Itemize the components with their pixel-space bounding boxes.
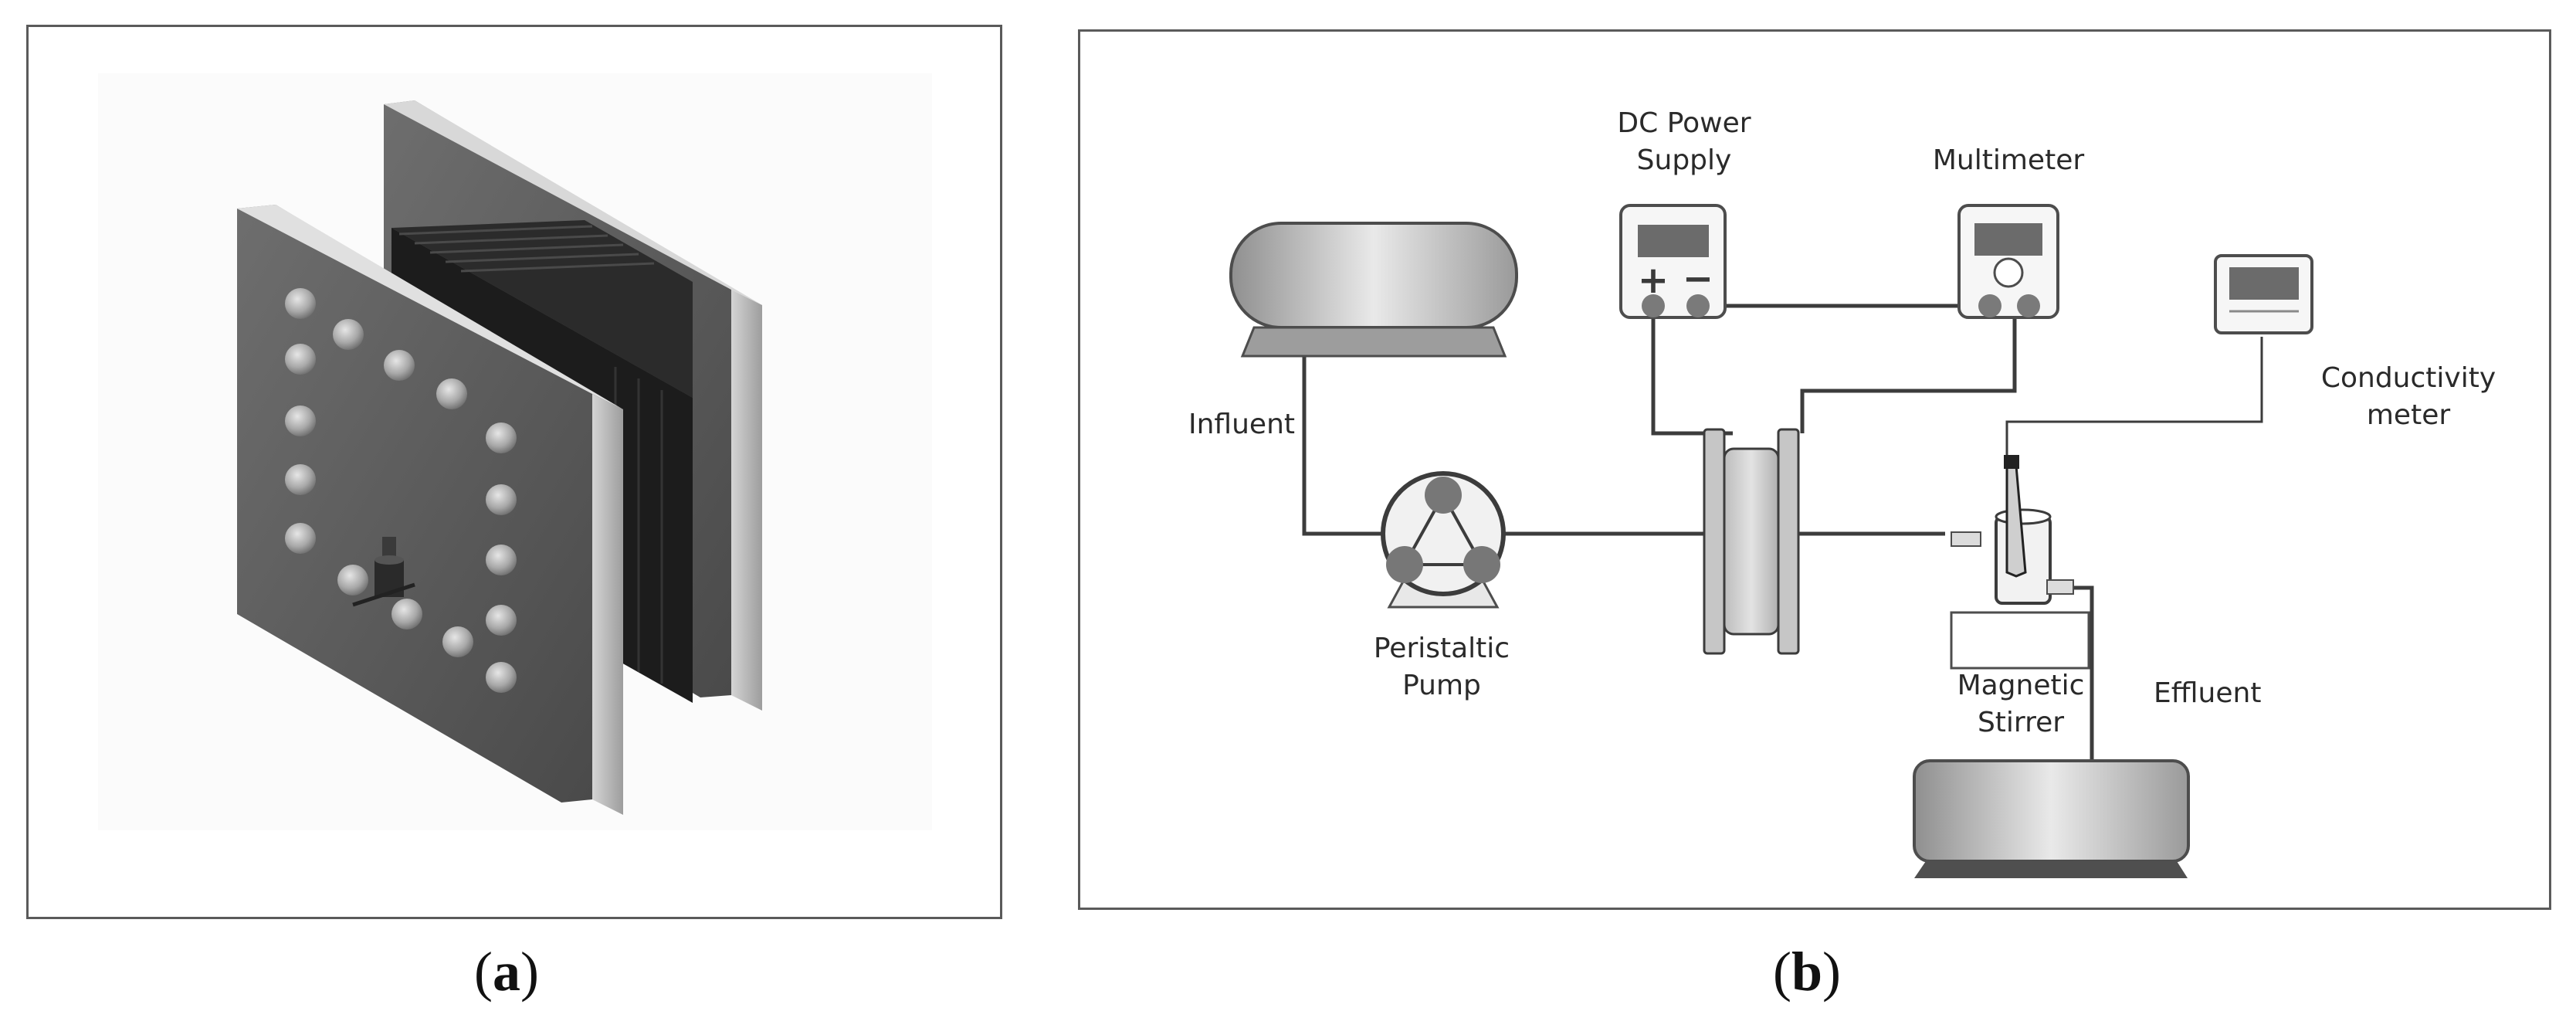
caption-b-close: ): [1822, 941, 1842, 1003]
caption-a-letter: a: [492, 941, 520, 1003]
multimeter-device: [1957, 204, 2059, 319]
beaker-and-stirrer: [1950, 455, 2090, 670]
connection-lines: [1302, 304, 2263, 762]
front-plate-edge: [592, 394, 623, 815]
port-fitting: [352, 537, 415, 607]
dc-power-supply-label-line2: Supply: [1637, 144, 1732, 176]
peristaltic-pump-label-line1: Peristaltic: [1374, 633, 1510, 664]
caption-a-close: ): [520, 941, 539, 1003]
caption-b: (b): [1773, 944, 1841, 999]
peristaltic-pump-label-line2: Pump: [1402, 670, 1481, 701]
minus-terminal-symbol: −: [1683, 257, 1713, 300]
magnetic-stirrer-label-line2: Stirrer: [1978, 707, 2064, 738]
influent-tank: [1229, 222, 1518, 358]
front-plate: [237, 205, 592, 803]
conductivity-meter-label-line1: Conductivity: [2321, 362, 2496, 394]
conductivity-probe-cable: [2005, 337, 2263, 464]
influent-line: [1302, 348, 1405, 536]
process-schematic: + −: [1188, 107, 2496, 878]
caption-b-letter: b: [1791, 941, 1823, 1003]
dc-power-supply-label-line1: DC Power: [1617, 107, 1751, 139]
peristaltic-pump: [1381, 471, 1506, 609]
electrodialysis-cell: [1703, 428, 1800, 655]
multimeter-label: Multimeter: [1933, 144, 2084, 176]
magnetic-stirrer-label-line1: Magnetic: [1957, 670, 2085, 701]
multimeter-to-cell-line: [1800, 306, 2017, 433]
back-plate-edge: [731, 290, 762, 711]
back-plate-top-edge: [384, 100, 762, 305]
dc-power-supply: + −: [1619, 204, 1727, 319]
panel-b-process-schematic: + −: [1078, 29, 2551, 910]
stack-render-illustration: [98, 73, 932, 830]
conductivity-meter-label-line2: meter: [2367, 399, 2450, 431]
front-plate-top-edge: [237, 205, 623, 409]
conductivity-meter-device: [2214, 254, 2313, 334]
influent-label: Influent: [1188, 409, 1295, 440]
effluent-tank: [1913, 759, 2190, 878]
caption-b-open: (: [1773, 941, 1791, 1003]
caption-a-open: (: [474, 941, 493, 1003]
effluent-label: Effluent: [2154, 677, 2261, 709]
bolt-ring: [285, 288, 517, 693]
caption-a: (a): [474, 944, 539, 999]
panel-a-stack-render: [26, 25, 1002, 919]
power-to-cell-line: [1651, 306, 1733, 436]
